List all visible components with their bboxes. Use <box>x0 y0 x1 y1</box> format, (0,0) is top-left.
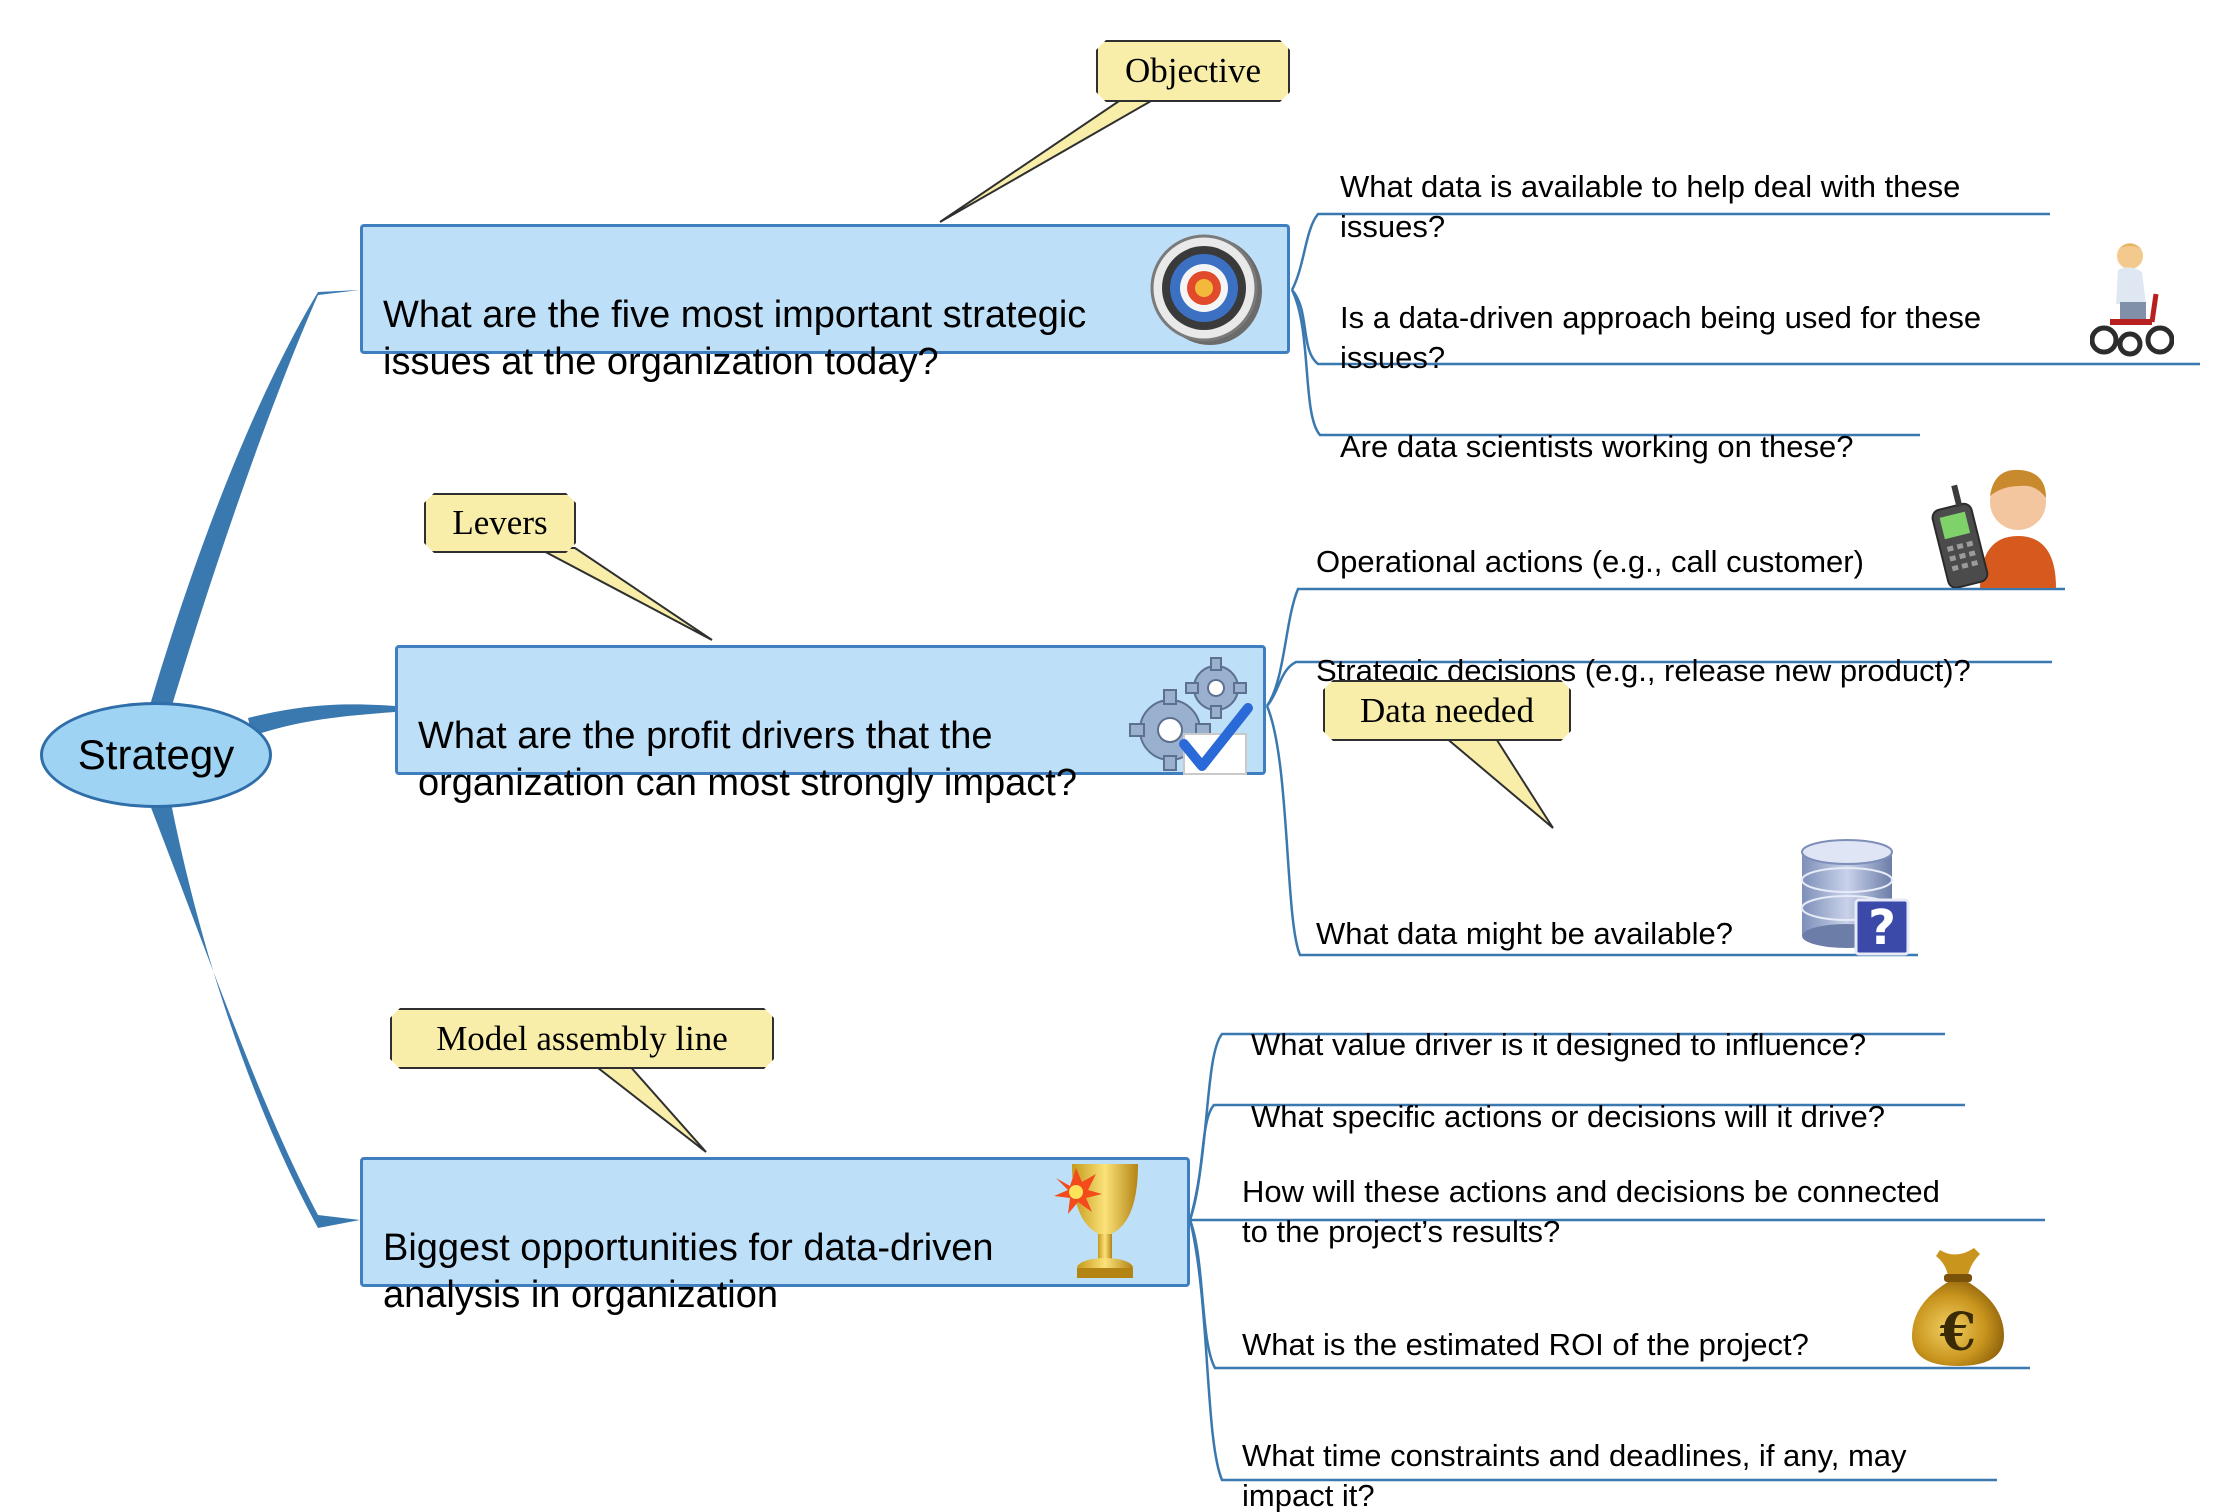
topic-text: What are the five most important strateg… <box>383 294 1087 383</box>
topic-text: What are the profit drivers that the org… <box>418 715 1077 804</box>
callout-label: Data needed <box>1360 690 1534 730</box>
subtopic-value-driver[interactable]: What value driver is it designed to infl… <box>1251 985 1971 1065</box>
branch-to-topic-3 <box>150 798 360 1228</box>
callout-pointer-levers <box>537 547 713 641</box>
subtopic-text: What time constraints and deadlines, if … <box>1242 1438 1907 1512</box>
callout-label: Levers <box>452 503 548 542</box>
target-icon <box>1150 234 1262 345</box>
sub-connector-2-3 <box>1265 705 1918 957</box>
sub-connector-1-1 <box>1290 212 2050 291</box>
callout-objective: Objective <box>1096 40 1290 102</box>
subtopic-text: How will these actions and decisions be … <box>1242 1174 1940 1249</box>
topic-profit-drivers[interactable]: What are the profit drivers that the org… <box>395 645 1266 804</box>
callout-label: Objective <box>1124 51 1262 90</box>
subtopic-time-constraints[interactable]: What time constraints and deadlines, if … <box>1242 1396 2002 1512</box>
callout-pointer-model-assembly-line <box>590 1063 707 1153</box>
gears-check-icon <box>1129 657 1253 775</box>
callout-model-assembly-line: Model assembly line <box>390 1008 774 1069</box>
sub-connector-3-2 <box>1188 1103 1965 1221</box>
subtopic-text: What data is available to help deal with… <box>1340 169 1961 244</box>
callout-label: Model assembly line <box>436 1018 728 1058</box>
person-phone-icon <box>1931 469 2056 588</box>
subtopic-text: Are data scientists working on these? <box>1340 429 1854 464</box>
subtopic-actions-connected[interactable]: How will these actions and decisions be … <box>1242 1132 2042 1252</box>
subtopic-text: Is a data-driven approach being used for… <box>1340 300 1982 375</box>
sub-connector-1-2 <box>1291 289 2200 366</box>
subtopic-data-might-be-available[interactable]: What data might be available? <box>1316 874 1836 954</box>
callout-pointer-objective <box>939 96 1162 223</box>
topic-strategic-issues[interactable]: What are the five most important strateg… <box>360 224 1290 383</box>
svg-text:€: € <box>1939 1302 1976 1363</box>
database-question-icon: ? <box>1801 839 1910 956</box>
subtopic-text: What is the estimated ROI of the project… <box>1242 1327 1809 1362</box>
subtopic-operational-actions[interactable]: Operational actions (e.g., call customer… <box>1316 502 1936 582</box>
branch-to-topic-2 <box>248 704 395 736</box>
callout-pointer-data-needed <box>1442 736 1554 829</box>
sub-connector-2-2 <box>1266 660 2052 707</box>
subtopic-text: Operational actions (e.g., call customer… <box>1316 544 1864 579</box>
subtopic-data-available[interactable]: What data is available to help deal with… <box>1340 127 2060 247</box>
subtopic-specific-actions[interactable]: What specific actions or decisions will … <box>1251 1057 1991 1137</box>
topic-text: Biggest opportunities for data-driven an… <box>383 1227 994 1316</box>
callout-data-needed: Data needed <box>1323 680 1571 741</box>
sub-connector-3-5 <box>1188 1219 1997 1482</box>
subtopic-estimated-roi[interactable]: What is the estimated ROI of the project… <box>1242 1285 1882 1365</box>
subtopic-data-driven-approach[interactable]: Is a data-driven approach being used for… <box>1340 258 2080 378</box>
topic-biggest-opportunities[interactable]: Biggest opportunities for data-driven an… <box>360 1157 1190 1316</box>
sub-connector-1-3 <box>1290 289 1920 437</box>
root-label: Strategy <box>77 731 235 778</box>
callout-levers: Levers <box>424 493 576 553</box>
subtopic-strategic-decisions[interactable]: Strategic decisions (e.g., release new p… <box>1316 611 2036 691</box>
subtopic-text: What specific actions or decisions will … <box>1251 1099 1886 1134</box>
svg-text:?: ? <box>1868 900 1896 956</box>
branch-to-topic-1 <box>150 290 360 712</box>
euro-money-bag-icon: € <box>1912 1248 2004 1366</box>
subtopic-data-scientists[interactable]: Are data scientists working on these? <box>1340 387 1940 467</box>
child-tricycle-icon <box>2090 243 2174 357</box>
subtopic-text: What value driver is it designed to infl… <box>1251 1027 1867 1062</box>
subtopic-text: What data might be available? <box>1316 916 1734 951</box>
trophy-icon <box>1054 1164 1138 1278</box>
root-node-strategy[interactable]: Strategy <box>40 702 272 808</box>
subtopic-text: Strategic decisions (e.g., release new p… <box>1316 653 1971 688</box>
